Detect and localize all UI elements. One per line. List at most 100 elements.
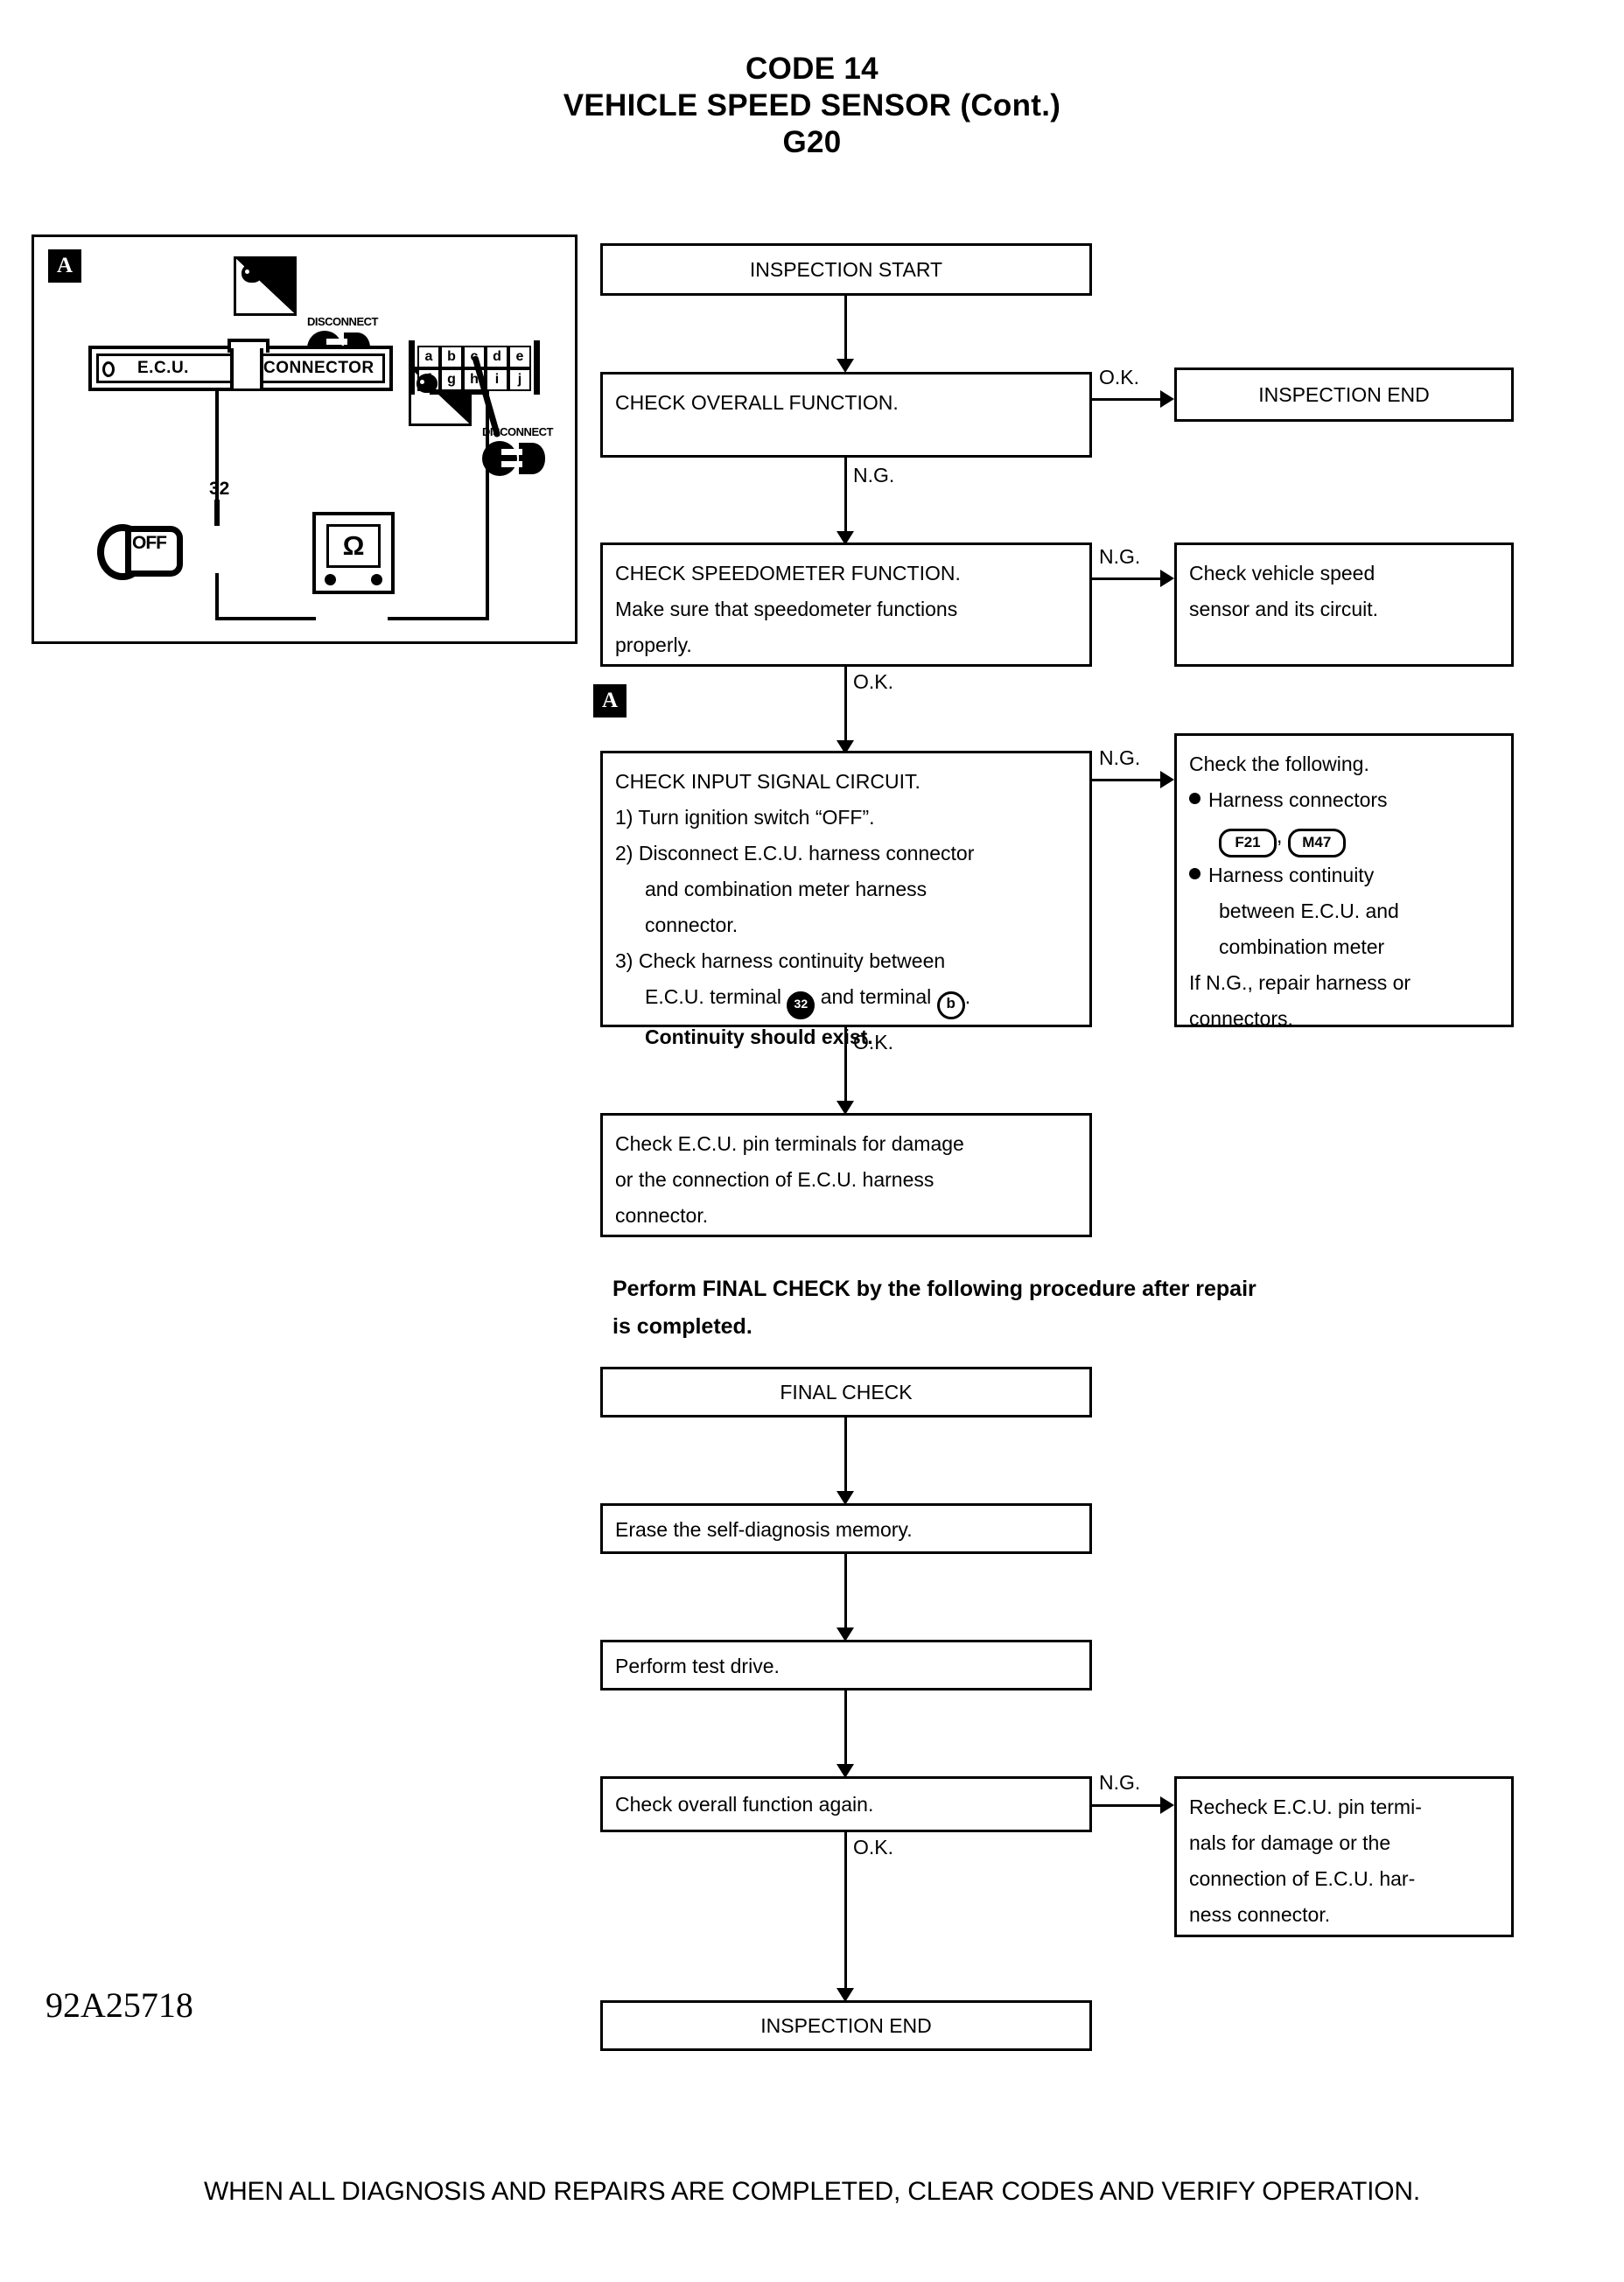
- terminal-ecu-symbol: 32: [787, 991, 816, 1019]
- step3-suffix: .: [964, 985, 971, 1008]
- connector-again-to-recheck: [1092, 1804, 1164, 1807]
- arrow-input-to-pins: [836, 1101, 854, 1115]
- pin-cell: e: [508, 346, 531, 368]
- wire-meter-to-right: [388, 617, 489, 620]
- erase-memory-label: Erase the self-diagnosis memory.: [615, 1518, 913, 1541]
- check-following-bullet-2-line-2: between E.C.U. and: [1219, 900, 1399, 922]
- box-check-overall-again: Check overall function again.: [600, 1776, 1092, 1832]
- connector-again-to-end: [844, 1832, 847, 1993]
- check-pin-terminals-line-1: Check E.C.U. pin terminals for damage: [615, 1132, 964, 1155]
- terminal-number-label: 32: [209, 479, 230, 499]
- box-check-ecu-pin-terminals: Check E.C.U. pin terminals for damage or…: [600, 1113, 1092, 1237]
- arrow-again-to-recheck: [1160, 1796, 1174, 1814]
- ohmmeter-display: Ω: [326, 524, 381, 568]
- inspection-end-1-label: INSPECTION END: [1258, 383, 1430, 406]
- wire-left-to-meter: [215, 617, 316, 620]
- pin-cell: d: [486, 346, 508, 368]
- step3-prefix: E.C.U. terminal: [645, 985, 781, 1008]
- arrow-erase-to-drive: [836, 1628, 854, 1642]
- connector-code-m47: M47: [1287, 829, 1346, 858]
- wire-left-down: [215, 573, 219, 620]
- check-following-bullet-2-line-3: combination meter: [1219, 935, 1385, 958]
- check-pin-terminals-line-2: or the connection of E.C.U. harness: [615, 1168, 934, 1191]
- ignition-off-label: OFF: [132, 533, 167, 553]
- disconnect-slot-top-2: [501, 449, 522, 455]
- recheck-line-4: ness connector.: [1189, 1903, 1331, 1926]
- ecu-connector-right-label: CONNECTOR: [263, 359, 374, 377]
- arrow-overall-to-end: [1160, 390, 1174, 408]
- input-signal-step-2-line-1: 2) Disconnect E.C.U. harness connector: [615, 842, 975, 864]
- arrow-again-to-end: [836, 1988, 854, 2002]
- bullet-icon: [1189, 868, 1200, 879]
- connector-speedo-to-vss: [1092, 578, 1164, 580]
- box-final-check: FINAL CHECK: [600, 1367, 1092, 1418]
- input-signal-heading: CHECK INPUT SIGNAL CIRCUIT.: [615, 770, 920, 793]
- input-signal-step-3-line-1: 3) Check harness continuity between: [615, 949, 946, 972]
- ts-icon-label: TS: [416, 404, 438, 421]
- inspection-end-2-label: INSPECTION END: [760, 2014, 932, 2037]
- ohmmeter-probe-right: [371, 574, 382, 585]
- panel-badge-a: A: [48, 249, 81, 283]
- box-inspection-end-1: INSPECTION END: [1174, 368, 1514, 422]
- check-following-tail-line-1: If N.G., repair harness or: [1189, 971, 1411, 994]
- edge-label-ok-overall: O.K.: [1099, 366, 1140, 388]
- check-following-bullet-2-text: Harness continuity: [1208, 864, 1375, 886]
- title-line-name: VEHICLE SPEED SENSOR (Cont.): [563, 88, 1061, 122]
- figure-number: 92A25718: [46, 1985, 193, 2025]
- meter-connector-pin-grid: a b c d e f g h i j: [409, 340, 540, 438]
- recheck-line-3: connection of E.C.U. har-: [1189, 1867, 1416, 1890]
- footer-note: WHEN ALL DIAGNOSIS AND REPAIRS ARE COMPL…: [203, 2177, 1421, 2206]
- pin-cell: j: [508, 368, 531, 391]
- pin-grid-rail-right: [534, 340, 540, 395]
- hs-icon-head: [242, 263, 262, 283]
- edge-label-ng-speedo: N.G.: [1099, 545, 1141, 568]
- disconnect-slot-bottom-2: [501, 461, 522, 467]
- arrow-speedo-to-vss: [1160, 570, 1174, 587]
- connector-code-f21: F21: [1219, 829, 1277, 858]
- wire-right-top: [430, 391, 489, 395]
- hs-icon-label: HS: [242, 294, 264, 311]
- pin-grid-rail-left: [409, 340, 415, 395]
- edge-label-ng-input: N.G.: [1099, 746, 1141, 769]
- disconnect-plug-right-2: [519, 443, 545, 474]
- disconnect-slot-top-1: [326, 339, 347, 345]
- final-check-note-line-1: Perform FINAL CHECK by the following pro…: [612, 1277, 1256, 1301]
- connector-overall-to-speedo: [844, 458, 847, 535]
- connector-final-to-erase: [844, 1418, 847, 1494]
- edge-label-ok-speedo: O.K.: [853, 670, 894, 693]
- key-body: [125, 526, 183, 577]
- check-again-label: Check overall function again.: [615, 1793, 874, 1816]
- arrow-final-to-erase: [836, 1491, 854, 1505]
- check-following-tail-line-2: connectors.: [1189, 1007, 1293, 1030]
- hs-tool-icon: HS: [234, 256, 297, 316]
- input-signal-step-1: 1) Turn ignition switch “OFF”.: [615, 806, 875, 829]
- ecu-connector-divider: [230, 348, 263, 388]
- check-following-connector-codes: F21, M47: [1189, 818, 1499, 858]
- box-inspection-end-2: INSPECTION END: [600, 2000, 1092, 2051]
- box-check-input-signal-circuit: CHECK INPUT SIGNAL CIRCUIT. 1) Turn igni…: [600, 751, 1092, 1048]
- connector-speedo-to-input: [844, 667, 847, 744]
- illustration-panel: A HS DISCONNECT TS DISCONNECT: [32, 234, 578, 644]
- ohmmeter-icon: Ω: [312, 512, 395, 594]
- check-overall-function-label: CHECK OVERALL FUNCTION.: [615, 391, 899, 414]
- check-following-bullet-1-text: Harness connectors: [1208, 788, 1388, 811]
- pin-cell: g: [440, 368, 463, 391]
- ignition-key-off-icon: OFF: [97, 519, 183, 580]
- connector-code-separator: ,: [1277, 824, 1283, 847]
- step3-middle: and terminal: [820, 985, 932, 1008]
- ohmmeter-probe-left: [325, 574, 336, 585]
- arrow-start-to-overall: [836, 359, 854, 373]
- ts-icon-head: [416, 374, 438, 393]
- input-signal-step-2-line-2: and combination meter harness: [645, 878, 928, 900]
- connector-input-to-following: [1092, 779, 1164, 781]
- box-erase-memory: Erase the self-diagnosis memory.: [600, 1503, 1092, 1554]
- check-vss-line-2: sensor and its circuit.: [1189, 598, 1379, 620]
- bullet-icon: [1189, 793, 1200, 804]
- box-recheck-pin-terminals: Recheck E.C.U. pin termi- nals for damag…: [1174, 1776, 1514, 1937]
- check-speedometer-line-2: Make sure that speedometer functions: [615, 598, 958, 620]
- ecu-connector-left-label: E.C.U.: [137, 359, 189, 377]
- pin-cell: a: [417, 346, 440, 368]
- arrow-input-to-following: [1160, 771, 1174, 788]
- recheck-line-2: nals for damage or the: [1189, 1831, 1391, 1854]
- probe-tip-32: [214, 500, 220, 526]
